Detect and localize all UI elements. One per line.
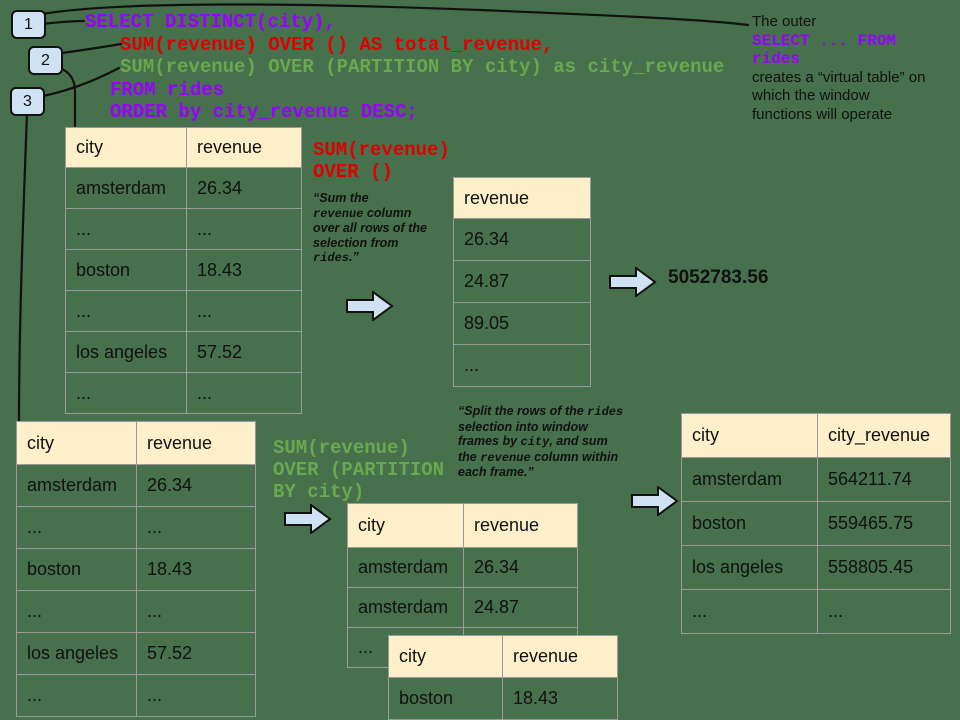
text-segment: SELECT ... FROM rides bbox=[752, 31, 897, 69]
table-cell: los angeles bbox=[66, 332, 187, 373]
table-cell: 18.43 bbox=[503, 678, 618, 720]
right-arrow-icon bbox=[284, 504, 332, 534]
table-cell: ... bbox=[17, 591, 137, 633]
callout-step-3-label: 3 bbox=[23, 92, 32, 110]
note-outer-select: The outer SELECT ... FROM rides creates … bbox=[752, 13, 960, 124]
table-header-cell: city bbox=[348, 504, 464, 548]
table-cell: 558805.45 bbox=[818, 546, 951, 590]
callout-step-2-label: 2 bbox=[41, 51, 50, 69]
table-cell: boston bbox=[17, 549, 137, 591]
table-cell: 18.43 bbox=[187, 250, 302, 291]
table-cell: ... bbox=[66, 373, 187, 414]
table-header-cell: city bbox=[17, 422, 137, 465]
callout-step-3: 3 bbox=[10, 87, 45, 116]
text-segment: , and sum the bbox=[458, 434, 608, 464]
table-cell: 57.52 bbox=[187, 332, 302, 373]
table-cell: 26.34 bbox=[454, 219, 591, 261]
table-cell: los angeles bbox=[17, 633, 137, 675]
text-segment: city bbox=[520, 435, 550, 450]
line-step3-to-partition-table bbox=[17, 111, 29, 422]
right-arrow-icon bbox=[609, 267, 657, 297]
table-cell: ... bbox=[137, 591, 256, 633]
label-sum-over-all: SUM(revenue) OVER () bbox=[313, 139, 450, 183]
table-cell: amsterdam bbox=[348, 548, 464, 588]
sql-line: SUM(revenue) OVER () AS total_revenue, bbox=[120, 33, 554, 56]
table-cell: boston bbox=[66, 250, 187, 291]
annotation-sum-over-partition: “Split the rows of the rides selection i… bbox=[458, 404, 683, 480]
sql-line: SUM(revenue) OVER (PARTITION BY city) as… bbox=[120, 56, 725, 78]
table-cell: 26.34 bbox=[137, 465, 256, 507]
table-header-cell: revenue bbox=[187, 128, 302, 168]
table-cell: 564211.74 bbox=[818, 458, 951, 502]
table-header-cell: revenue bbox=[454, 178, 591, 219]
callout-step-1-label: 1 bbox=[24, 15, 33, 33]
table-cell: 26.34 bbox=[187, 168, 302, 209]
sql-line: FROM rides bbox=[110, 78, 225, 101]
table-cell: ... bbox=[187, 373, 302, 414]
text-segment: revenue bbox=[313, 206, 364, 221]
table-cell: ... bbox=[187, 209, 302, 250]
text-segment: rides bbox=[587, 405, 624, 419]
text-segment: selection into window frames by bbox=[458, 419, 588, 449]
total-revenue-value: 5052783.56 bbox=[668, 267, 769, 288]
table-header-cell: city bbox=[682, 414, 818, 458]
table-cell: 18.43 bbox=[137, 549, 256, 591]
line-step1-to-select bbox=[40, 19, 86, 26]
table-cell: 89.05 bbox=[454, 303, 591, 345]
text-segment: revenue bbox=[480, 450, 531, 465]
table-cell: ... bbox=[17, 507, 137, 549]
table-cell: 57.52 bbox=[137, 633, 256, 675]
right-arrow-icon bbox=[631, 486, 679, 516]
table-cell: los angeles bbox=[682, 546, 818, 590]
table-cell: ... bbox=[818, 590, 951, 634]
right-arrow-icon bbox=[346, 291, 394, 321]
table-cell: 24.87 bbox=[454, 261, 591, 303]
sql-query-code: SELECT DISTINCT(city),SUM(revenue) OVER … bbox=[85, 11, 724, 124]
table-cell: boston bbox=[389, 678, 503, 720]
annotation-sum-over-all: “Sum the revenue column over all rows of… bbox=[313, 191, 463, 266]
text-segment: rides bbox=[313, 251, 350, 266]
callout-step-2: 2 bbox=[28, 46, 63, 75]
table-cell: amsterdam bbox=[682, 458, 818, 502]
table-cell: ... bbox=[187, 291, 302, 332]
table-cell: boston bbox=[682, 502, 818, 546]
table-cell: ... bbox=[66, 209, 187, 250]
text-segment: column within each frame.” bbox=[458, 449, 619, 480]
text-segment: column over all rows of the selection fr… bbox=[313, 205, 427, 250]
label-sum-over-partition: SUM(revenue) OVER (PARTITION BY city) bbox=[273, 437, 445, 503]
table-cell: ... bbox=[454, 345, 591, 387]
table-cell: 559465.75 bbox=[818, 502, 951, 546]
text-segment: “Split the rows of the bbox=[458, 404, 588, 418]
sql-line: ORDER by city_revenue DESC; bbox=[110, 101, 418, 123]
table-header-cell: revenue bbox=[503, 636, 618, 678]
table-header-cell: city bbox=[389, 636, 503, 678]
callout-step-1: 1 bbox=[11, 10, 46, 39]
table-header-cell: revenue bbox=[464, 504, 578, 548]
table-cell: ... bbox=[137, 507, 256, 549]
table-cell: ... bbox=[17, 675, 137, 717]
line-step2-to-virtual-table bbox=[56, 65, 77, 128]
table-cell: 26.34 bbox=[464, 548, 578, 588]
table-cell: amsterdam bbox=[348, 588, 464, 628]
table-cell: 24.87 bbox=[464, 588, 578, 628]
sql-line: SELECT DISTINCT(city), bbox=[85, 11, 336, 33]
text-segment: .” bbox=[349, 250, 359, 265]
table-cell: ... bbox=[66, 291, 187, 332]
table-cell: ... bbox=[682, 590, 818, 634]
table-cell: ... bbox=[137, 675, 256, 717]
text-segment: “Sum the bbox=[313, 191, 369, 205]
text-segment: creates a “virtual table” on which the w… bbox=[752, 68, 926, 123]
table-header-cell: revenue bbox=[137, 422, 256, 465]
table-header-cell: city_revenue bbox=[818, 414, 951, 458]
table-cell: amsterdam bbox=[66, 168, 187, 209]
text-segment: The outer bbox=[752, 13, 817, 30]
table-cell: amsterdam bbox=[17, 465, 137, 507]
table-header-cell: city bbox=[66, 128, 187, 168]
